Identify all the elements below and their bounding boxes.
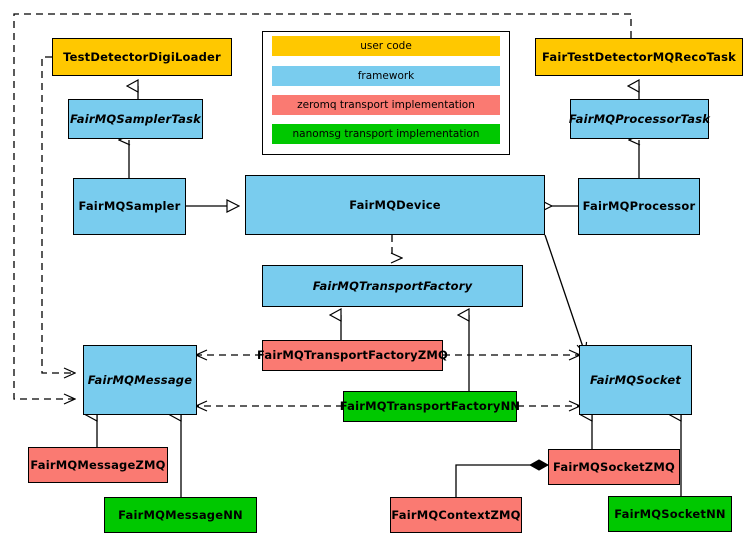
class-label: TestDetectorDigiLoader xyxy=(63,49,221,64)
legend-label-user-code: user code xyxy=(360,40,412,52)
class-node-fairmqsocketnn[interactable]: FairMQSocketNN xyxy=(608,496,732,532)
class-label: FairMQProcessorTask xyxy=(568,111,711,126)
class-node-testdetectordigiloader[interactable]: TestDetectorDigiLoader xyxy=(52,38,232,76)
legend-item-zeromq: zeromq transport implementation xyxy=(272,95,500,115)
class-label: FairTestDetectorMQRecoTask xyxy=(542,49,736,64)
class-label: FairMQSocketNN xyxy=(614,506,726,521)
class-node-fairtestdetectormqrecotask[interactable]: FairTestDetectorMQRecoTask xyxy=(535,38,743,76)
class-node-fairmqprocessortask[interactable]: FairMQProcessorTask xyxy=(568,99,711,139)
class-node-fairmqtransportfactorynn[interactable]: FairMQTransportFactoryNN xyxy=(340,391,520,422)
class-node-fairmqdevice[interactable]: FairMQDevice xyxy=(245,175,545,235)
class-label: FairMQTransportFactoryZMQ xyxy=(257,348,449,363)
class-label: FairMQProcessor xyxy=(582,199,696,214)
class-node-fairmqsocket[interactable]: FairMQSocket xyxy=(579,345,692,415)
class-node-fairmqmessage[interactable]: FairMQMessage xyxy=(83,345,197,415)
legend-label-framework: framework xyxy=(357,70,415,82)
class-label: FairMQSampler xyxy=(78,199,181,214)
class-node-fairmqsocketzmq[interactable]: FairMQSocketZMQ xyxy=(548,449,680,485)
edge-contextzmq-to-socketzmq xyxy=(455,465,548,497)
legend-item-user-code: user code xyxy=(272,36,500,56)
class-node-fairmqcontextzmq[interactable]: FairMQContextZMQ xyxy=(390,497,522,533)
class-label: FairMQSocketZMQ xyxy=(553,459,675,474)
class-label: FairMQSamplerTask xyxy=(70,111,201,126)
legend-label-nanomsg: nanomsg transport implementation xyxy=(292,128,480,140)
class-node-fairmqsampler[interactable]: FairMQSampler xyxy=(73,178,186,235)
class-label: FairMQDevice xyxy=(349,197,441,212)
class-node-fairmqtransportfactoryzmq[interactable]: FairMQTransportFactoryZMQ xyxy=(257,340,448,371)
class-node-fairmqprocessor[interactable]: FairMQProcessor xyxy=(578,178,700,235)
class-label: FairMQSocket xyxy=(589,372,682,387)
legend-label-zeromq: zeromq transport implementation xyxy=(297,99,475,111)
legend-item-nanomsg: nanomsg transport implementation xyxy=(272,124,500,144)
class-label: FairMQTransportFactoryNN xyxy=(339,399,521,414)
class-node-fairmqsamplertask[interactable]: FairMQSamplerTask xyxy=(68,99,203,139)
class-label: FairMQContextZMQ xyxy=(391,507,521,522)
legend-item-framework: framework xyxy=(272,66,500,86)
class-label: FairMQMessage xyxy=(87,372,193,387)
class-node-fairmqmessagenn[interactable]: FairMQMessageNN xyxy=(104,497,257,533)
edge-device-to-socket xyxy=(544,234,585,353)
class-label: FairMQTransportFactory xyxy=(312,278,473,293)
class-label: FairMQMessageNN xyxy=(118,507,243,522)
class-node-fairmqmessagezmq[interactable]: FairMQMessageZMQ xyxy=(28,447,168,483)
class-label: FairMQMessageZMQ xyxy=(30,457,166,472)
class-node-fairmqtransportfactory[interactable]: FairMQTransportFactory xyxy=(262,265,523,307)
